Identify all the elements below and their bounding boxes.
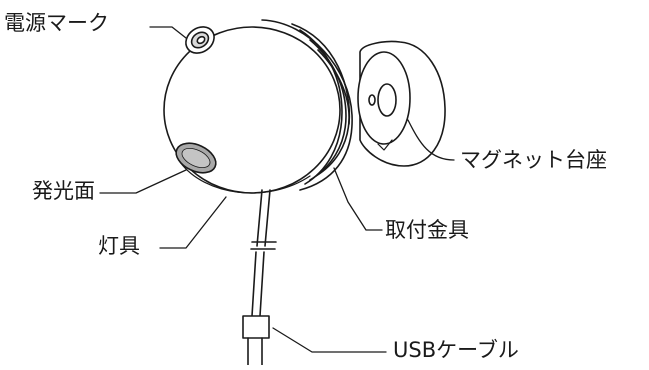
label-magnet-base: マグネット台座 <box>460 148 607 172</box>
label-mount-bracket: 取付金具 <box>385 218 469 242</box>
magnet-base-shape <box>357 40 446 167</box>
light-surface-shape <box>175 142 217 174</box>
usb-cable-shape <box>242 189 277 366</box>
leader-magnet <box>407 119 455 161</box>
label-power-mark: 電源マーク <box>4 11 109 35</box>
label-lamp-body: 灯具 <box>98 234 140 258</box>
leader-power <box>149 26 187 39</box>
label-light-surface: 発光面 <box>32 179 95 203</box>
leader-emit <box>99 169 187 194</box>
leader-mount <box>333 167 383 231</box>
leader-lines <box>99 26 455 353</box>
power-mark-shape <box>185 26 215 54</box>
leader-usb <box>272 327 387 353</box>
label-usb-cable: USBケーブル <box>393 338 519 362</box>
leader-body <box>159 196 227 249</box>
